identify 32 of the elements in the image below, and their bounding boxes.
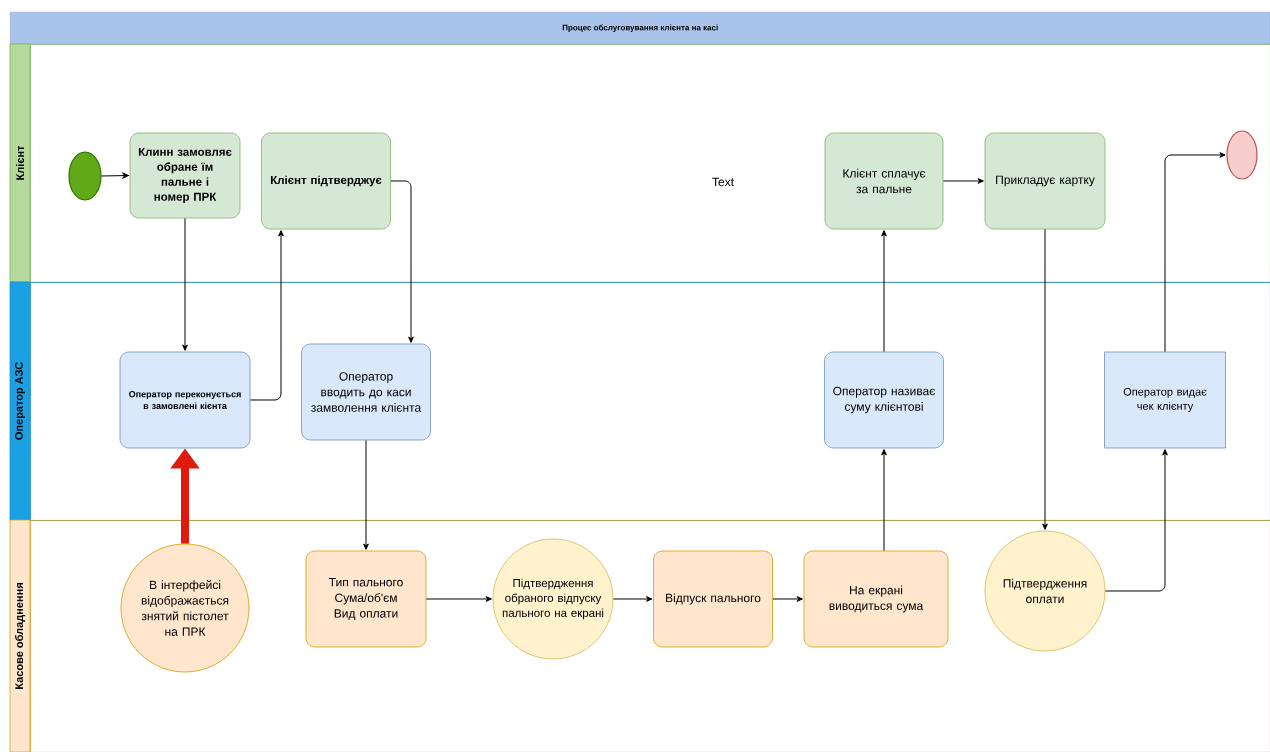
- arrow: [1042, 228, 1048, 530]
- node-label: Оператор АЗС: [15, 362, 25, 440]
- node-label: Клієнт: [15, 145, 25, 180]
- arrow: [425, 596, 492, 602]
- process-box: Клинн замовляє обране їм пальне і номер ПРК: [129, 132, 241, 219]
- process-box: Тип пального Сума/об'єм Вид оплати: [305, 550, 427, 648]
- process-box: Оператор називає суму клієнтові: [824, 351, 944, 449]
- process-box: Прикладує картку: [984, 132, 1106, 230]
- process-box: Клієнт сплачує за пальне: [824, 132, 944, 230]
- event-circle: [1226, 130, 1258, 180]
- process-box: Клієнт підтверджує: [261, 132, 391, 230]
- process-box: Оператор видає чек клієнту: [1104, 351, 1226, 449]
- arrow: [772, 596, 803, 602]
- arrow: [182, 217, 188, 351]
- arrow: [942, 178, 984, 184]
- text-label: Text: [712, 177, 734, 187]
- arrow: [1104, 449, 1168, 592]
- process-box: На екрані виводиться сума: [803, 550, 949, 648]
- arrow: [101, 172, 129, 179]
- arrow: [612, 596, 653, 602]
- title-band: Процес обслуговування клієнта на касі: [10, 12, 1270, 45]
- arrow: [249, 230, 284, 401]
- arrow: [881, 449, 887, 552]
- arrow: [1164, 152, 1226, 353]
- process-box: Відпуск пального: [653, 550, 773, 648]
- arrow: [363, 439, 369, 550]
- event-circle: [68, 151, 102, 201]
- arrow: [881, 230, 887, 353]
- arrow: [390, 180, 414, 343]
- process-box: Оператор переконується в замовлені кієнта: [119, 351, 251, 449]
- node-label: Касове обладнення: [14, 583, 26, 689]
- process-box: Оператор вводить до каси замволення клієнта: [301, 343, 431, 441]
